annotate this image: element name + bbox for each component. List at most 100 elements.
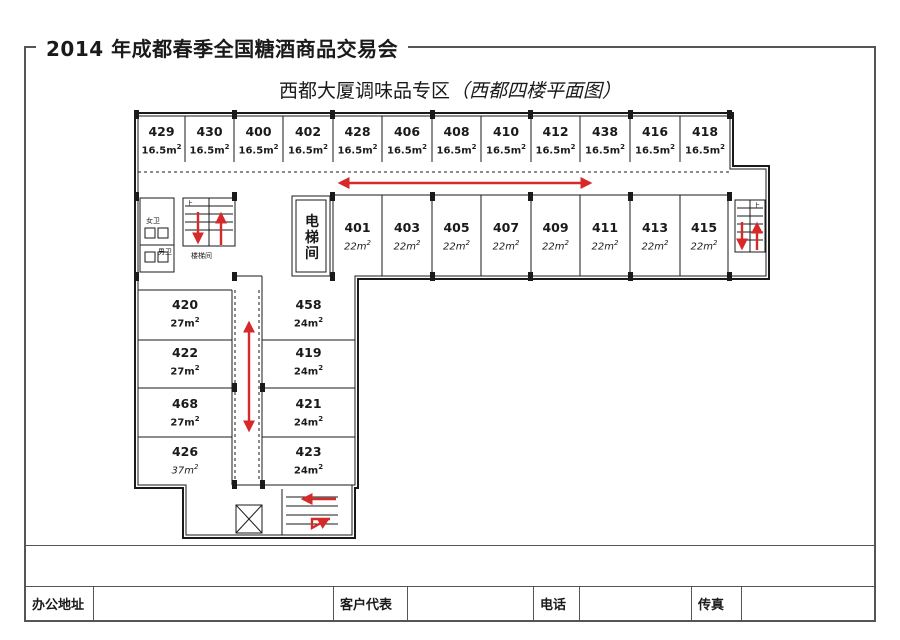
room-area: 22m2 — [382, 239, 432, 253]
fax-label: 传真 — [691, 586, 742, 621]
area-superscript: 2 — [471, 143, 477, 152]
area-superscript: 2 — [614, 239, 619, 248]
room-area-value: 22m — [542, 241, 565, 253]
room-area: 22m2 — [531, 239, 580, 253]
elevator-char-1: 电 — [305, 214, 319, 230]
room-area-value: 22m — [344, 241, 367, 253]
room-number: 400 — [245, 124, 272, 139]
office-address-field[interactable] — [93, 586, 334, 621]
room-area-value: 27m — [170, 318, 195, 330]
area-superscript: 2 — [416, 239, 421, 248]
room-area-value: 22m — [492, 241, 515, 253]
room-number: 415 — [690, 220, 718, 235]
outer-walls — [134, 112, 770, 539]
room-area: 16.5m2 — [432, 143, 481, 157]
room-415: 415 22m2 — [680, 220, 728, 253]
area-superscript: 2 — [713, 239, 718, 248]
room-area-value: 22m — [690, 241, 713, 253]
area-superscript: 2 — [515, 239, 520, 248]
room-number: 430 — [196, 124, 223, 139]
room-area-value: 16.5m — [535, 145, 571, 157]
room-400: 400 16.5m2 — [234, 124, 283, 157]
room-area: 27m2 — [138, 364, 232, 378]
stair-up-label: 上 — [186, 200, 193, 208]
room-number: 426 — [171, 444, 199, 459]
room-area: 22m2 — [432, 239, 481, 253]
room-area: 16.5m2 — [680, 143, 730, 157]
room-area: 16.5m2 — [630, 143, 680, 157]
area-superscript: 2 — [194, 364, 200, 373]
plan-subtitle: 西都大厦调味品专区（西都四楼平面图） — [0, 76, 900, 103]
room-area-value: 22m — [641, 241, 664, 253]
area-superscript: 2 — [521, 143, 526, 152]
room-area-value: 16.5m — [141, 145, 177, 157]
room-area: 24m2 — [262, 463, 355, 477]
page-title: 2014 年成都春季全国糖酒商品交易会 — [36, 33, 409, 62]
room-438: 438 16.5m2 — [580, 124, 630, 157]
area-superscript: 2 — [670, 143, 675, 152]
room-410: 410 16.5m2 — [481, 124, 531, 157]
room-area-value: 16.5m — [436, 145, 472, 157]
room-area: 24m2 — [262, 364, 355, 378]
room-area-value: 16.5m — [486, 145, 522, 157]
room-area: 16.5m2 — [481, 143, 531, 157]
area-superscript: 2 — [224, 143, 230, 152]
room-area-value: 16.5m — [635, 145, 671, 157]
area-superscript: 2 — [422, 143, 427, 152]
area-superscript: 2 — [194, 415, 200, 424]
room-area-value: 24m — [293, 465, 319, 477]
area-superscript: 2 — [273, 143, 279, 152]
room-number: 468 — [171, 396, 199, 411]
room-number: 406 — [393, 124, 421, 139]
flow-arrows — [192, 177, 763, 531]
room-number: 405 — [443, 220, 470, 235]
area-superscript: 2 — [176, 143, 182, 152]
room-number: 419 — [295, 345, 322, 360]
fax-field[interactable] — [741, 586, 875, 621]
room-area: 22m2 — [680, 239, 728, 253]
room-number: 411 — [591, 220, 619, 235]
room-area-value: 16.5m — [288, 145, 324, 157]
area-superscript: 2 — [318, 316, 324, 325]
room-area: 16.5m2 — [580, 143, 630, 157]
phone-field[interactable] — [579, 586, 692, 621]
room-area-value: 16.5m — [189, 145, 225, 157]
room-area: 22m2 — [481, 239, 531, 253]
room-area-value: 16.5m — [238, 145, 274, 157]
room-area-value: 16.5m — [585, 145, 621, 157]
room-number: 438 — [591, 124, 619, 139]
corridor-dashes — [138, 171, 730, 480]
inner-walls — [137, 115, 767, 536]
men-restroom-label: 男卫 — [158, 248, 172, 256]
room-number: 407 — [492, 220, 520, 235]
room-area-value: 16.5m — [685, 145, 721, 157]
room-number: 410 — [492, 124, 520, 139]
room-429: 429 16.5m2 — [138, 124, 185, 157]
room-area-value: 16.5m — [387, 145, 423, 157]
room-number: 408 — [443, 124, 470, 139]
room-number: 429 — [148, 124, 175, 139]
room-area: 16.5m2 — [185, 143, 234, 157]
area-superscript: 2 — [465, 239, 470, 248]
area-superscript: 2 — [664, 239, 669, 248]
area-superscript: 2 — [564, 239, 569, 248]
subtitle-main: 西都大厦调味品专区 — [278, 80, 450, 102]
room-number: 401 — [344, 220, 371, 235]
room-area: 16.5m2 — [138, 143, 185, 157]
room-419: 419 24m2 — [262, 345, 355, 378]
room-number: 416 — [641, 124, 669, 139]
customer-rep-field[interactable] — [407, 586, 534, 621]
